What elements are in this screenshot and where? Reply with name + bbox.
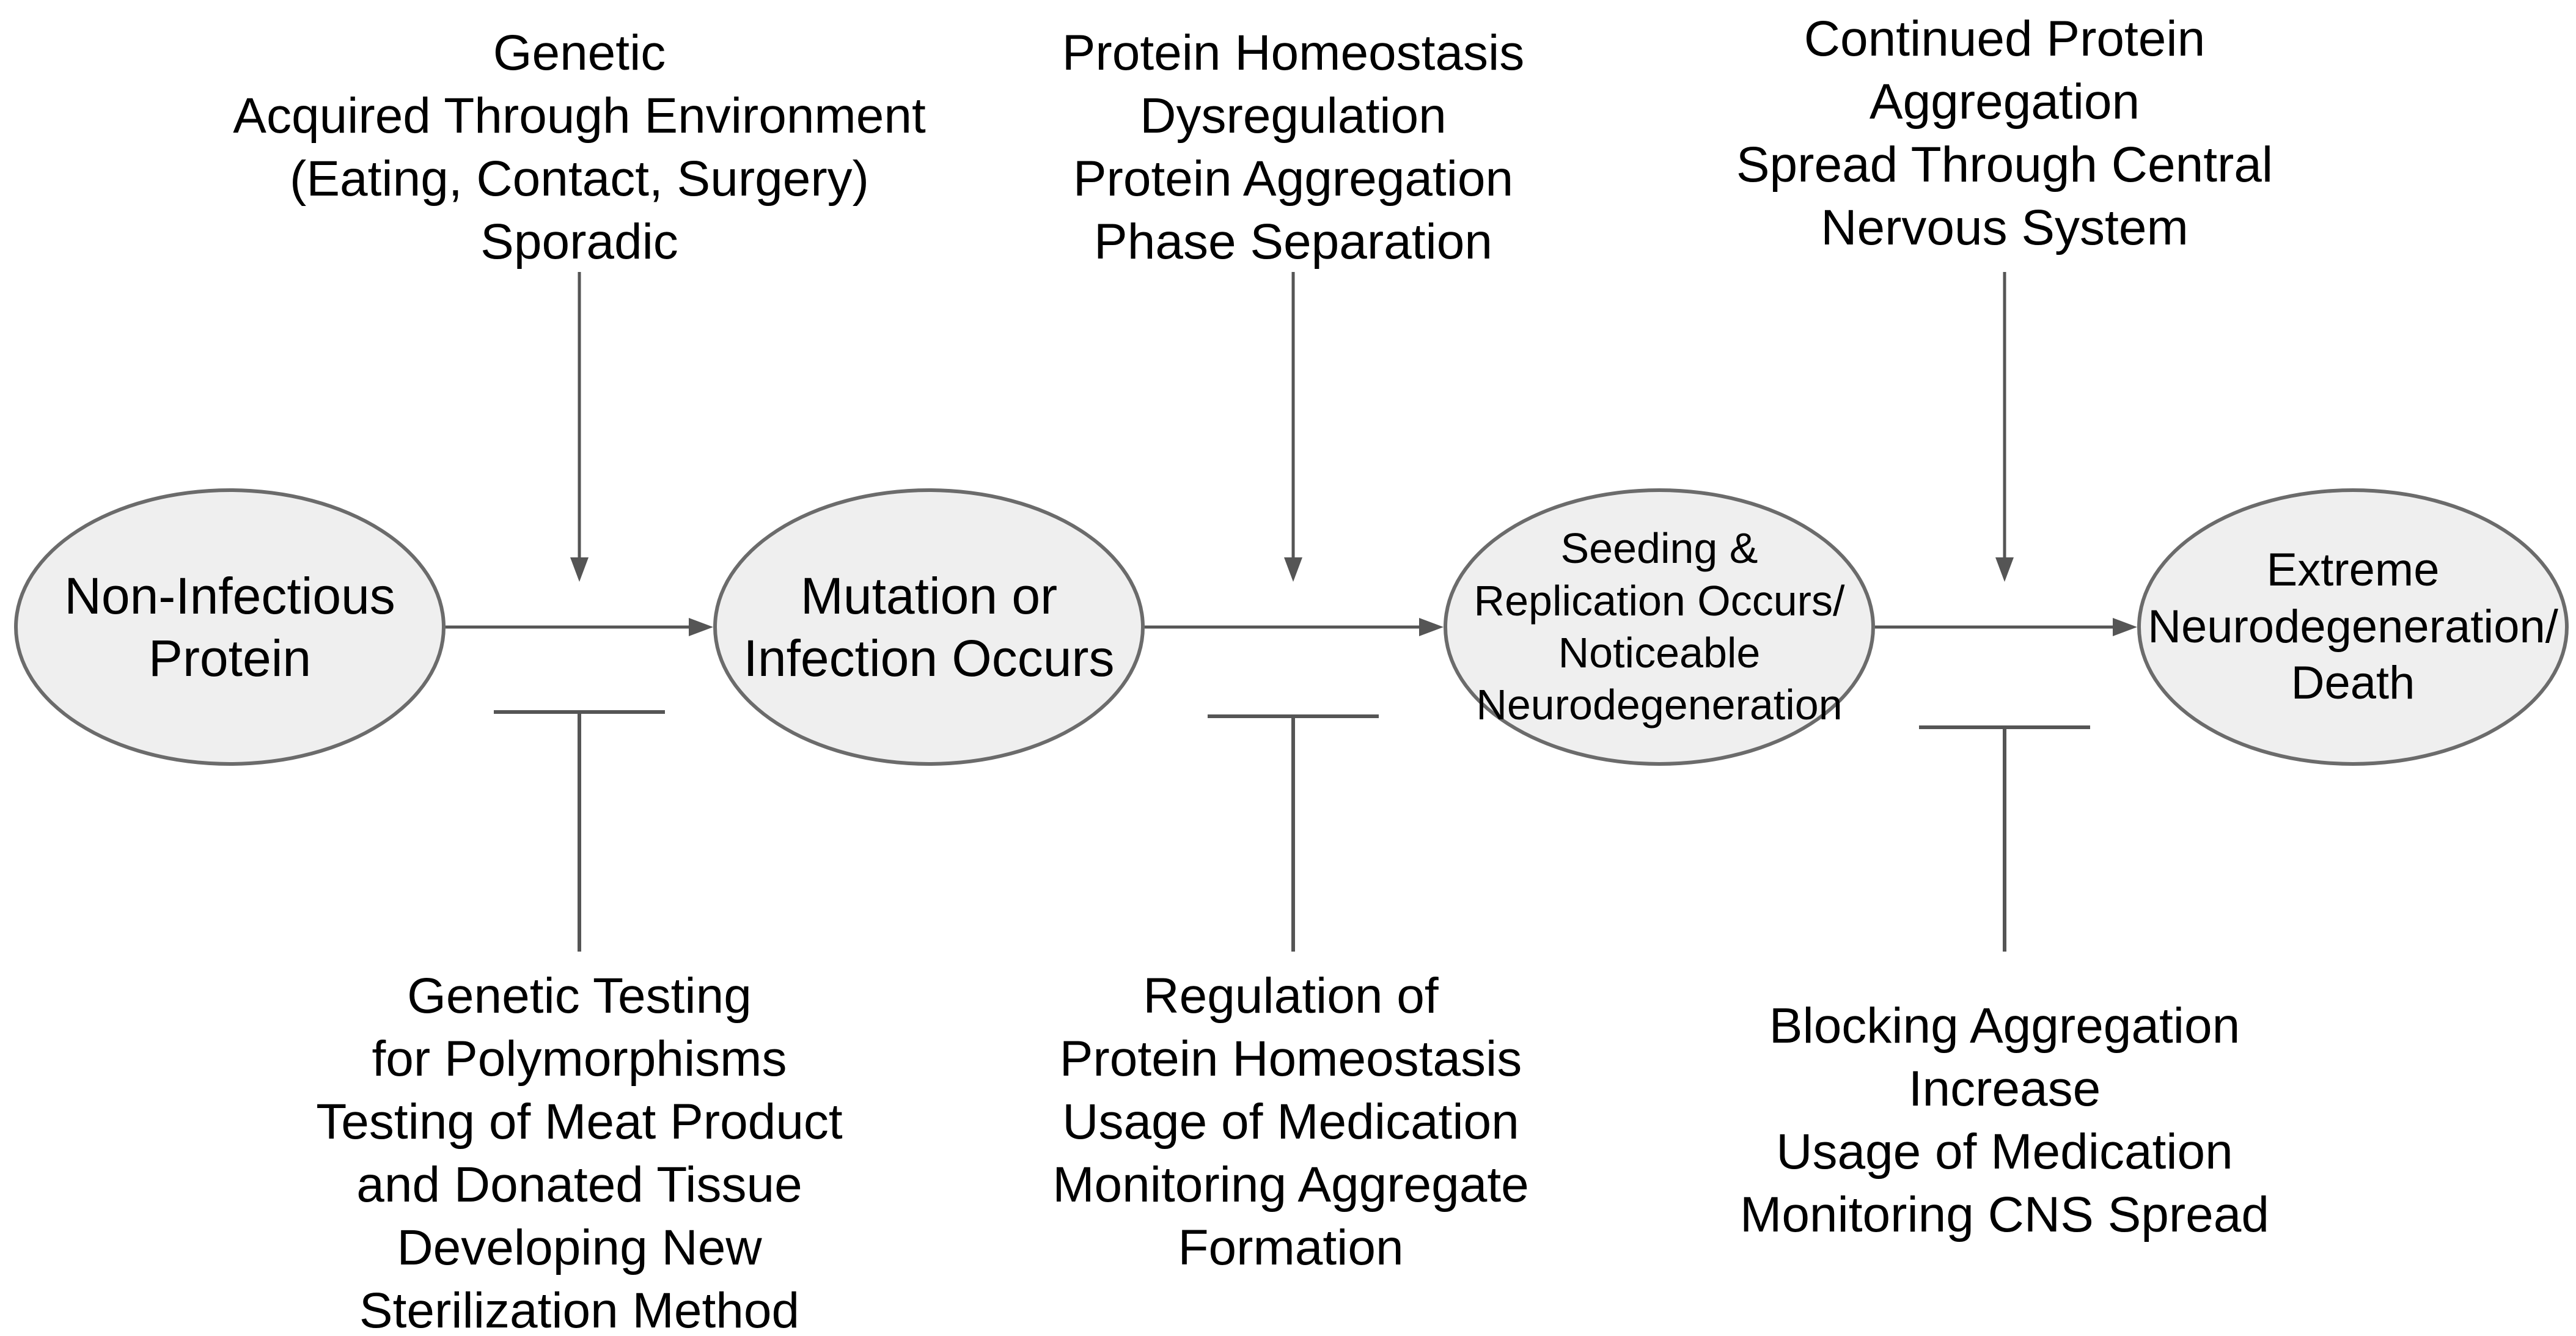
inhibition-connector-3 — [1919, 725, 2090, 952]
annotation-line: Dysregulation — [1140, 88, 1447, 144]
flow-arrow-1 — [446, 618, 713, 636]
annotation-line: Genetic Testing — [407, 968, 752, 1024]
inhibition-connector-1 — [494, 710, 665, 952]
cause-arrow-3 — [1995, 272, 2014, 582]
annotation-line: Increase — [1908, 1061, 2101, 1117]
annotation-line: Blocking Aggregation — [1769, 998, 2240, 1054]
annotation-line: Usage of Medication — [1776, 1124, 2233, 1180]
node-label-line: Seeding & — [1560, 524, 1758, 573]
node-label: Non-Infectious Protein — [64, 565, 395, 690]
node-label: Extreme Neurodegeneration/ Death — [2148, 542, 2558, 712]
node-label-line: Protein — [148, 629, 312, 687]
top-annotation-causes-3: Continued Protein Aggregation Spread Thr… — [1736, 7, 2273, 259]
annotation-line: Phase Separation — [1094, 214, 1492, 270]
annotation-line: Nervous System — [1821, 200, 2189, 255]
annotation-line: Testing of Meat Product — [316, 1094, 843, 1150]
node-label-line: Neurodegeneration/ — [2148, 600, 2558, 653]
annotation-line: Spread Through Central — [1736, 137, 2273, 193]
annotation-line: and Donated Tissue — [356, 1157, 802, 1213]
annotation-line: Monitoring CNS Spread — [1740, 1187, 2269, 1242]
annotation-line: Protein Homeostasis — [1062, 25, 1525, 81]
annotation-line: Acquired Through Environment — [233, 88, 926, 144]
node-non-infectious-protein: Non-Infectious Protein — [14, 488, 446, 766]
annotation-line: Sporadic — [480, 214, 678, 270]
annotation-line: Genetic — [493, 25, 666, 81]
node-extreme-neurodegeneration-death: Extreme Neurodegeneration/ Death — [2137, 488, 2569, 766]
annotation-line: Formation — [1178, 1220, 1404, 1275]
node-label: Mutation or Infection Occurs — [744, 565, 1115, 690]
bottom-annotation-interventions-3: Blocking Aggregation Increase Usage of M… — [1740, 994, 2269, 1246]
annotation-line: Protein Homeostasis — [1059, 1031, 1522, 1087]
bottom-annotation-interventions-2: Regulation of Protein Homeostasis Usage … — [1052, 964, 1529, 1279]
node-label-line: Neurodegeneration — [1476, 681, 1843, 729]
node-label-line: Noticeable — [1558, 629, 1761, 677]
annotation-line: (Eating, Contact, Surgery) — [290, 151, 869, 207]
annotation-line: Monitoring Aggregate — [1052, 1157, 1529, 1213]
node-label-line: Infection Occurs — [743, 629, 1115, 687]
node-mutation-or-infection-occurs: Mutation or Infection Occurs — [713, 488, 1145, 766]
node-label-line: Death — [2291, 657, 2415, 710]
bottom-annotation-interventions-1: Genetic Testing for Polymorphisms Testin… — [316, 964, 842, 1336]
annotation-line: Regulation of — [1143, 968, 1439, 1024]
flow-arrow-3 — [1875, 618, 2137, 636]
top-annotation-causes-1: Genetic Acquired Through Environment (Ea… — [233, 21, 925, 273]
node-seeding-replication-neurodegeneration: Seeding & Replication Occurs/ Noticeable… — [1444, 488, 1875, 766]
cause-arrow-2 — [1284, 272, 1302, 582]
node-label-line: Mutation or — [800, 567, 1058, 625]
node-label-line: Non-Infectious — [64, 567, 395, 625]
annotation-line: Developing New — [397, 1220, 762, 1275]
node-label-line: Replication Occurs/ — [1473, 576, 1845, 625]
top-annotation-causes-2: Protein Homeostasis Dysregulation Protei… — [1062, 21, 1525, 273]
annotation-line: for Polymorphisms — [372, 1031, 787, 1087]
node-label-line: Extreme — [2266, 543, 2440, 596]
flow-arrow-2 — [1145, 618, 1444, 636]
annotation-line: Aggregation — [1869, 74, 2140, 130]
cause-arrow-1 — [570, 272, 589, 582]
node-label: Seeding & Replication Occurs/ Noticeable… — [1474, 523, 1845, 732]
annotation-line: Protein Aggregation — [1073, 151, 1514, 207]
annotation-line: Usage of Medication — [1062, 1094, 1519, 1150]
inhibition-connector-2 — [1208, 714, 1379, 952]
annotation-line: Continued Protein — [1804, 11, 2206, 67]
annotation-line: Sterilization Method — [359, 1283, 800, 1336]
